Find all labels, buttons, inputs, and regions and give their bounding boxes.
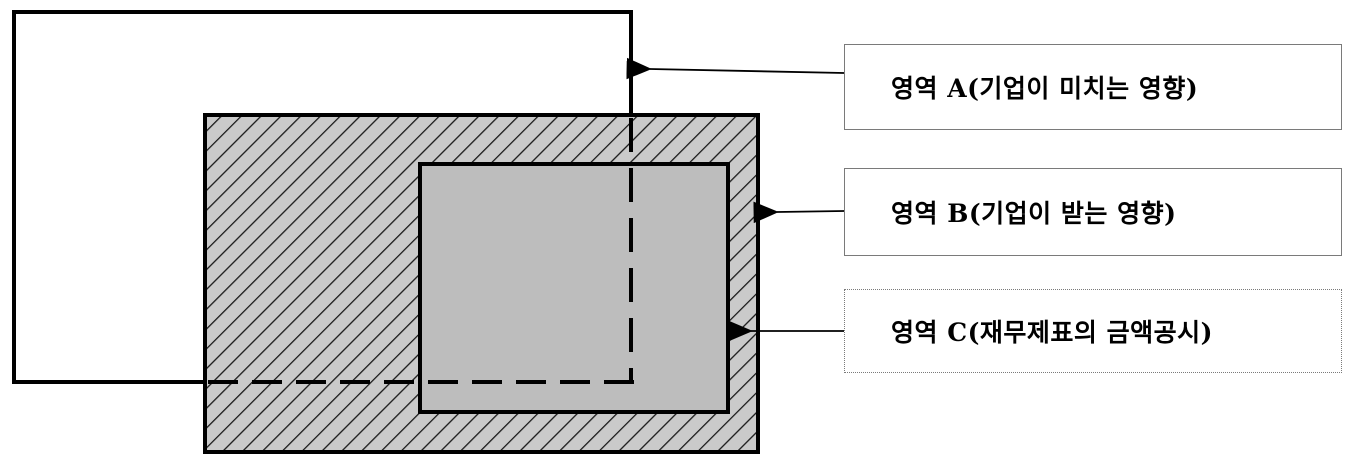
area-c-label-box: 영역 C(재무제표의 금액공시) [844,289,1342,373]
area-a-label: 영역 A(기업이 미치는 영향) [891,74,1199,103]
area-b-label: 영역 B(기업이 받는 영향) [891,199,1177,228]
area-c-rect [418,162,730,414]
area-c-label: 영역 C(재무제표의 금액공시) [891,318,1213,347]
arrow-to-area-a [626,57,845,80]
area-a-label-box: 영역 A(기업이 미치는 영향) [844,44,1342,130]
area-b-label-box: 영역 B(기업이 받는 영향) [844,168,1342,256]
arrow-to-area-b [753,201,845,224]
